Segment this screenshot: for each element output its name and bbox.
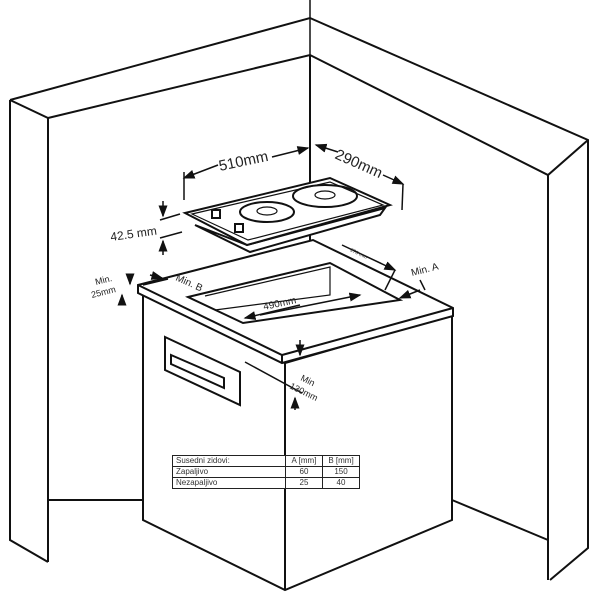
table-cell: 25	[285, 477, 323, 489]
control-knob[interactable]	[211, 209, 221, 219]
table-header-row: Susedni zidovi: A [mm] B [mm]	[172, 455, 360, 467]
table-cell: 60	[285, 466, 323, 478]
dimension-lines	[117, 0, 426, 410]
clearance-table: Susedni zidovi: A [mm] B [mm] Zapaljivo …	[172, 455, 360, 489]
table-cell: 40	[322, 477, 360, 489]
min-a-label: Min. A	[410, 261, 440, 278]
burner-large	[292, 184, 358, 208]
table-cell: Nezapaljivo	[172, 477, 286, 489]
table-row: Zapaljivo 60 150	[172, 466, 360, 478]
hob	[182, 176, 393, 254]
control-knob[interactable]	[234, 223, 244, 233]
header-cell: A [mm]	[285, 455, 323, 467]
height-label: 42.5 mm	[109, 224, 157, 244]
table-cell: Zapaljivo	[172, 466, 286, 478]
burner-small	[239, 201, 295, 223]
header-cell: B [mm]	[322, 455, 360, 467]
table-cell: 150	[322, 466, 360, 478]
table-row: Nezapaljivo 25 40	[172, 477, 360, 489]
drawer-panel	[164, 335, 241, 407]
min-top-label-2: 25mm	[90, 284, 117, 300]
min-top-label-1: Min.	[94, 273, 113, 287]
width-label: 510mm	[217, 148, 269, 175]
depth-label: 290mm	[332, 146, 385, 182]
header-cell: Susedni zidovi:	[172, 455, 286, 467]
cabinet	[137, 238, 454, 592]
